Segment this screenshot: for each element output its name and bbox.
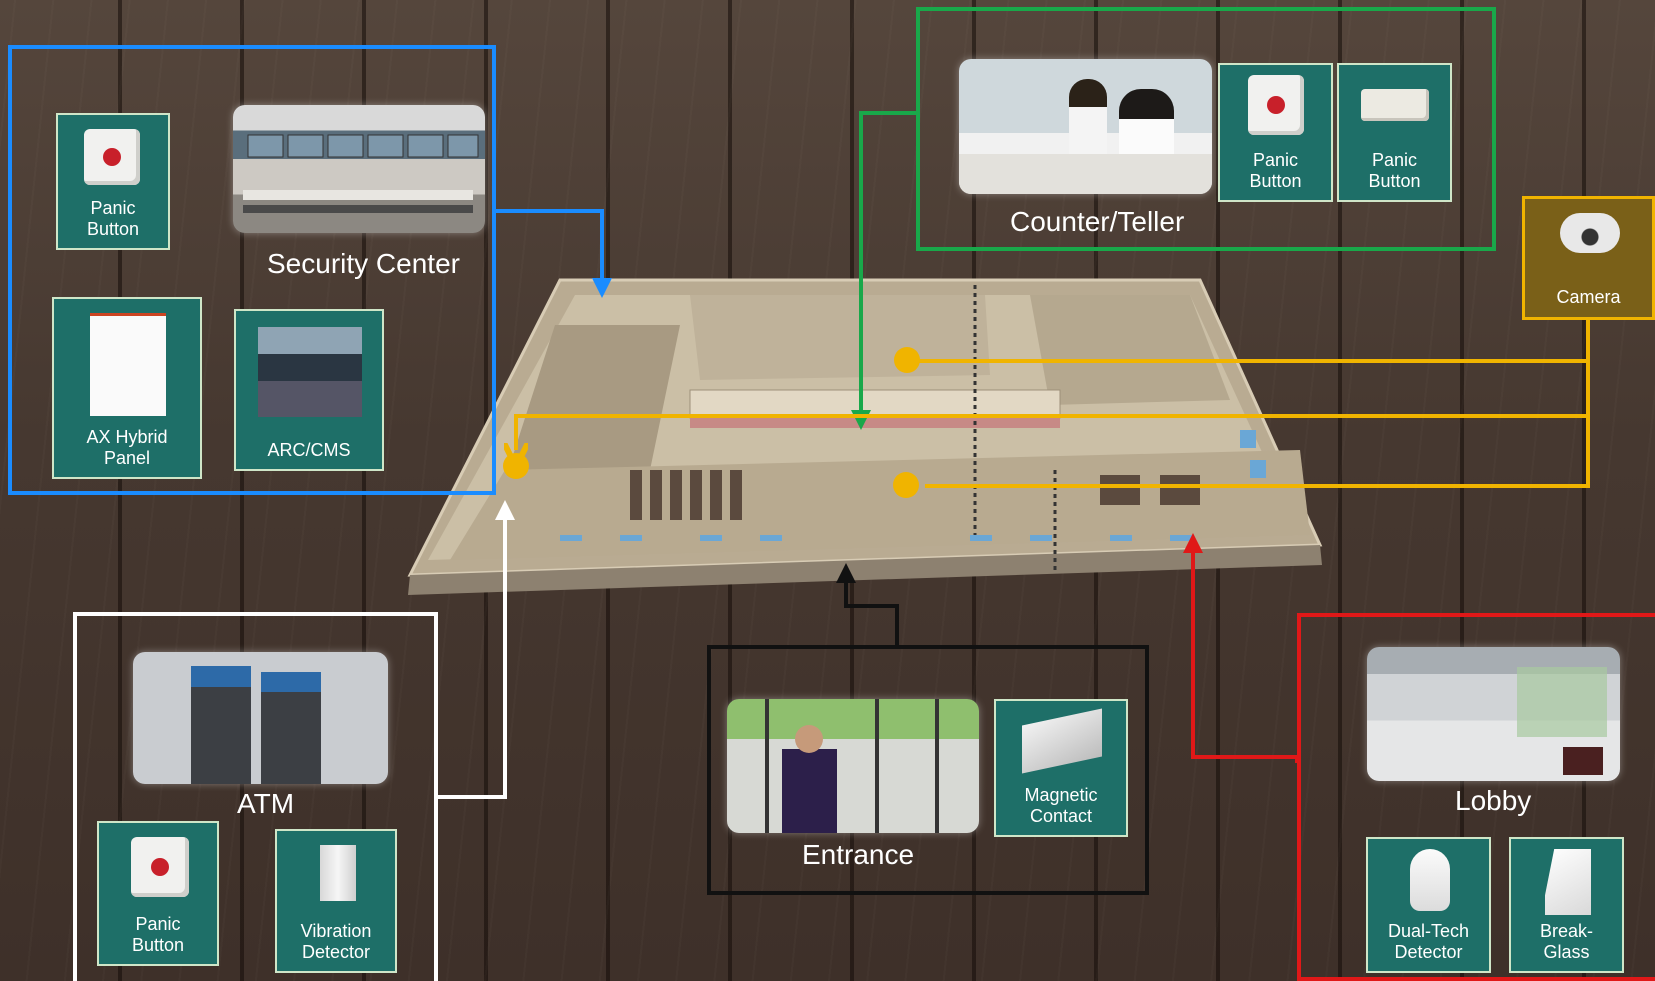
lobby-group: Lobby Dual-Tech Detector Break- Glass (1297, 613, 1655, 981)
lobby-connector (1183, 533, 1299, 763)
atm-group: ATM Panic Button Vibration Detector (73, 612, 438, 981)
magnetic-contact-tile[interactable]: Magnetic Contact (994, 699, 1128, 837)
entrance-title: Entrance (802, 839, 915, 870)
device-label: Dual-Tech Detector (1387, 921, 1470, 962)
security-center-title: Security Center (267, 248, 460, 279)
ax-hybrid-panel-tile[interactable]: AX Hybrid Panel (52, 297, 202, 479)
atm-panic-button-tile[interactable]: Panic Button (97, 821, 219, 966)
security-panic-button-tile[interactable]: Panic Button (56, 113, 170, 250)
alarm-panel-icon (90, 313, 166, 416)
atm-photo (133, 652, 388, 784)
magnetic-contact-icon (1022, 708, 1102, 774)
device-label: Panic Button (86, 198, 140, 239)
lobby-photo (1367, 647, 1620, 781)
revolving-door (765, 699, 939, 833)
entrance-group: Entrance Magnetic Contact (707, 645, 1149, 895)
camera-marker (503, 453, 529, 479)
glass-break-detector-icon (1545, 849, 1591, 915)
counter-under-desk-panic-tile[interactable]: Panic Button (1337, 63, 1452, 202)
lobby-window (1517, 667, 1607, 737)
motion-detector-icon (1410, 849, 1450, 911)
device-label: Panic Button (1249, 150, 1302, 191)
counter-connector (851, 111, 916, 430)
panic-button-icon (84, 129, 140, 185)
security-center-group: Panic Button Security Center AX Hybrid P… (8, 45, 496, 495)
security-center-photo (233, 105, 485, 233)
arc-cms-tile[interactable]: ARC/CMS (234, 309, 384, 471)
dome-camera-icon (1560, 213, 1620, 253)
teller-person (1069, 79, 1107, 159)
camera-label: Camera (1556, 287, 1621, 307)
device-label: Panic Button (131, 914, 185, 955)
camera-marker (894, 347, 920, 373)
atm-connector (438, 500, 515, 799)
entrance-photo (727, 699, 979, 833)
panic-button-icon (131, 837, 189, 897)
camera-marker (893, 472, 919, 498)
vibration-detector-icon (320, 845, 356, 901)
panic-button-icon (1248, 75, 1304, 135)
lobby-title: Lobby (1455, 785, 1532, 816)
entrance-connector (836, 563, 899, 645)
device-label: Magnetic Contact (1024, 785, 1098, 826)
device-label: Break- Glass (1539, 921, 1593, 962)
counter-panic-button-tile[interactable]: Panic Button (1218, 63, 1333, 202)
device-label: ARC/CMS (267, 440, 351, 460)
counter-teller-title: Counter/Teller (1010, 206, 1185, 237)
dual-tech-detector-tile[interactable]: Dual-Tech Detector (1366, 837, 1491, 973)
monitoring-room-icon (258, 327, 362, 417)
camera-group: Camera (1522, 196, 1655, 320)
device-label: Panic Button (1368, 150, 1421, 191)
camera-connector (516, 320, 1590, 488)
atm-title: ATM (237, 788, 295, 819)
counter-desk (959, 154, 1212, 194)
under-desk-panic-button-icon (1361, 89, 1429, 121)
control-room-screens (243, 134, 479, 213)
atm-machine (261, 672, 321, 784)
device-label: AX Hybrid Panel (86, 427, 168, 468)
lobby-seating (1563, 747, 1603, 775)
security-connector (496, 209, 612, 298)
atm-machine (191, 666, 251, 784)
device-label: Vibration Detector (300, 921, 372, 962)
break-glass-tile[interactable]: Break- Glass (1509, 837, 1624, 973)
vibration-detector-tile[interactable]: Vibration Detector (275, 829, 397, 973)
counter-teller-photo (959, 59, 1212, 194)
counter-teller-group: Counter/Teller Panic Button Panic Button (916, 7, 1496, 251)
